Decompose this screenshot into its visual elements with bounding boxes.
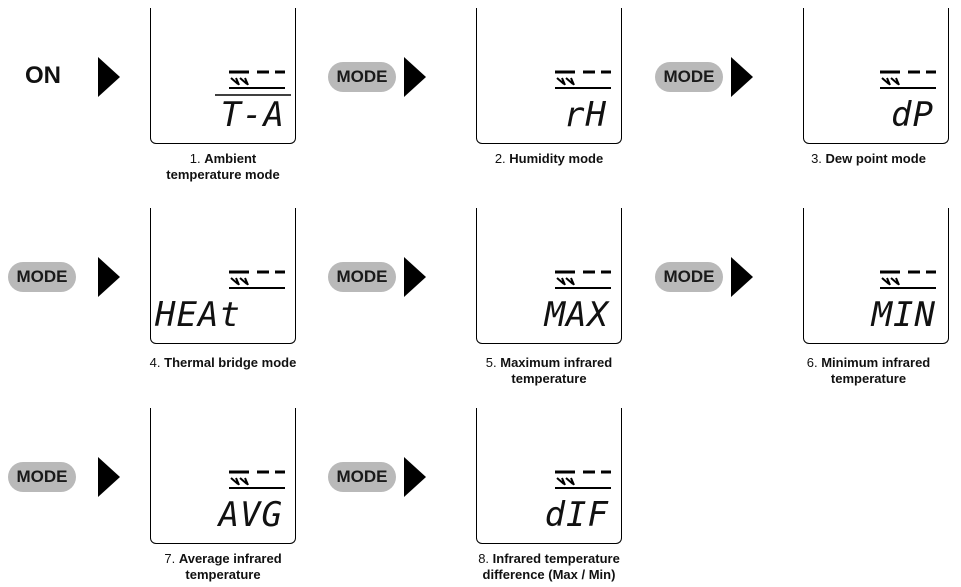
step-caption-7: 7. Average infrared temperature	[123, 551, 323, 583]
step-number: 1.	[189, 151, 201, 166]
step-caption-2: 2. Humidity mode	[449, 151, 649, 167]
lcd-indicator-icon	[229, 270, 285, 289]
lcd-display-7: AVG	[150, 408, 296, 544]
on-label: ON	[25, 62, 61, 89]
arrow-right-icon	[404, 457, 426, 497]
step-title: Humidity mode	[509, 151, 604, 166]
lcd-mode-code: HEAt	[155, 295, 241, 335]
arrow-right-icon	[98, 57, 120, 97]
step-title-line2: difference (Max / Min)	[482, 567, 616, 582]
step-number: 7.	[164, 551, 176, 566]
step-title-line2: temperature	[185, 567, 261, 582]
arrow-right-icon	[404, 57, 426, 97]
arrow-right-icon	[98, 457, 120, 497]
lcd-display-8: dIF	[476, 408, 622, 544]
step-caption-6: 6. Minimum infrared temperature	[776, 355, 961, 387]
lcd-display-4: HEAt	[150, 208, 296, 344]
step-title: Thermal bridge mode	[164, 355, 297, 370]
lcd-mode-code: dP	[891, 95, 934, 135]
lcd-mode-code: MIN	[871, 295, 936, 335]
mode-button[interactable]: MODE	[8, 262, 76, 292]
step-caption-1: 1. Ambient temperature mode	[123, 151, 323, 183]
lcd-display-2: rH	[476, 8, 622, 144]
lcd-display-6: MIN	[803, 208, 949, 344]
lcd-indicator-icon	[880, 70, 936, 89]
lcd-indicator-icon	[555, 470, 611, 489]
step-number: 6.	[806, 355, 818, 370]
mode-button[interactable]: MODE	[655, 262, 723, 292]
arrow-right-icon	[731, 57, 753, 97]
lcd-display-1: T-A	[150, 8, 296, 144]
step-title-line2: temperature	[511, 371, 587, 386]
step-number: 8.	[478, 551, 490, 566]
arrow-right-icon	[98, 257, 120, 297]
step-title: Ambient	[204, 151, 257, 166]
step-caption-5: 5. Maximum infrared temperature	[449, 355, 649, 387]
lcd-mode-code: dIF	[544, 495, 609, 535]
step-title: Average infrared	[178, 551, 282, 566]
mode-button[interactable]: MODE	[328, 62, 396, 92]
lcd-display-5: MAX	[476, 208, 622, 344]
step-caption-8: 8. Infrared temperature difference (Max …	[449, 551, 649, 583]
mode-button[interactable]: MODE	[328, 262, 396, 292]
mode-button[interactable]: MODE	[328, 462, 396, 492]
step-title: Dew point mode	[825, 151, 926, 166]
lcd-indicator-icon	[215, 70, 291, 96]
step-number: 3.	[811, 151, 822, 166]
step-number: 5.	[485, 355, 497, 370]
step-number: 4.	[149, 355, 161, 370]
lcd-indicator-icon	[555, 270, 611, 289]
lcd-indicator-icon	[229, 470, 285, 489]
lcd-indicator-icon	[555, 70, 611, 89]
step-title: Minimum infrared	[821, 355, 931, 370]
step-caption-3: 3. Dew point mode	[776, 151, 961, 167]
step-title: Maximum infrared	[500, 355, 613, 370]
step-title-line2: temperature mode	[166, 167, 280, 182]
arrow-right-icon	[731, 257, 753, 297]
lcd-mode-code: rH	[564, 95, 607, 135]
lcd-mode-code: AVG	[218, 495, 283, 535]
lcd-display-3: dP	[803, 8, 949, 144]
lcd-mode-code: T-A	[220, 95, 285, 135]
step-caption-4: 4. Thermal bridge mode	[123, 355, 323, 371]
mode-button[interactable]: MODE	[655, 62, 723, 92]
step-number: 2.	[494, 151, 506, 166]
lcd-indicator-icon	[880, 270, 936, 289]
arrow-right-icon	[404, 257, 426, 297]
step-title-line2: temperature	[830, 371, 907, 386]
mode-button[interactable]: MODE	[8, 462, 76, 492]
lcd-mode-code: MAX	[544, 295, 609, 335]
step-title: Infrared temperature	[492, 551, 620, 566]
